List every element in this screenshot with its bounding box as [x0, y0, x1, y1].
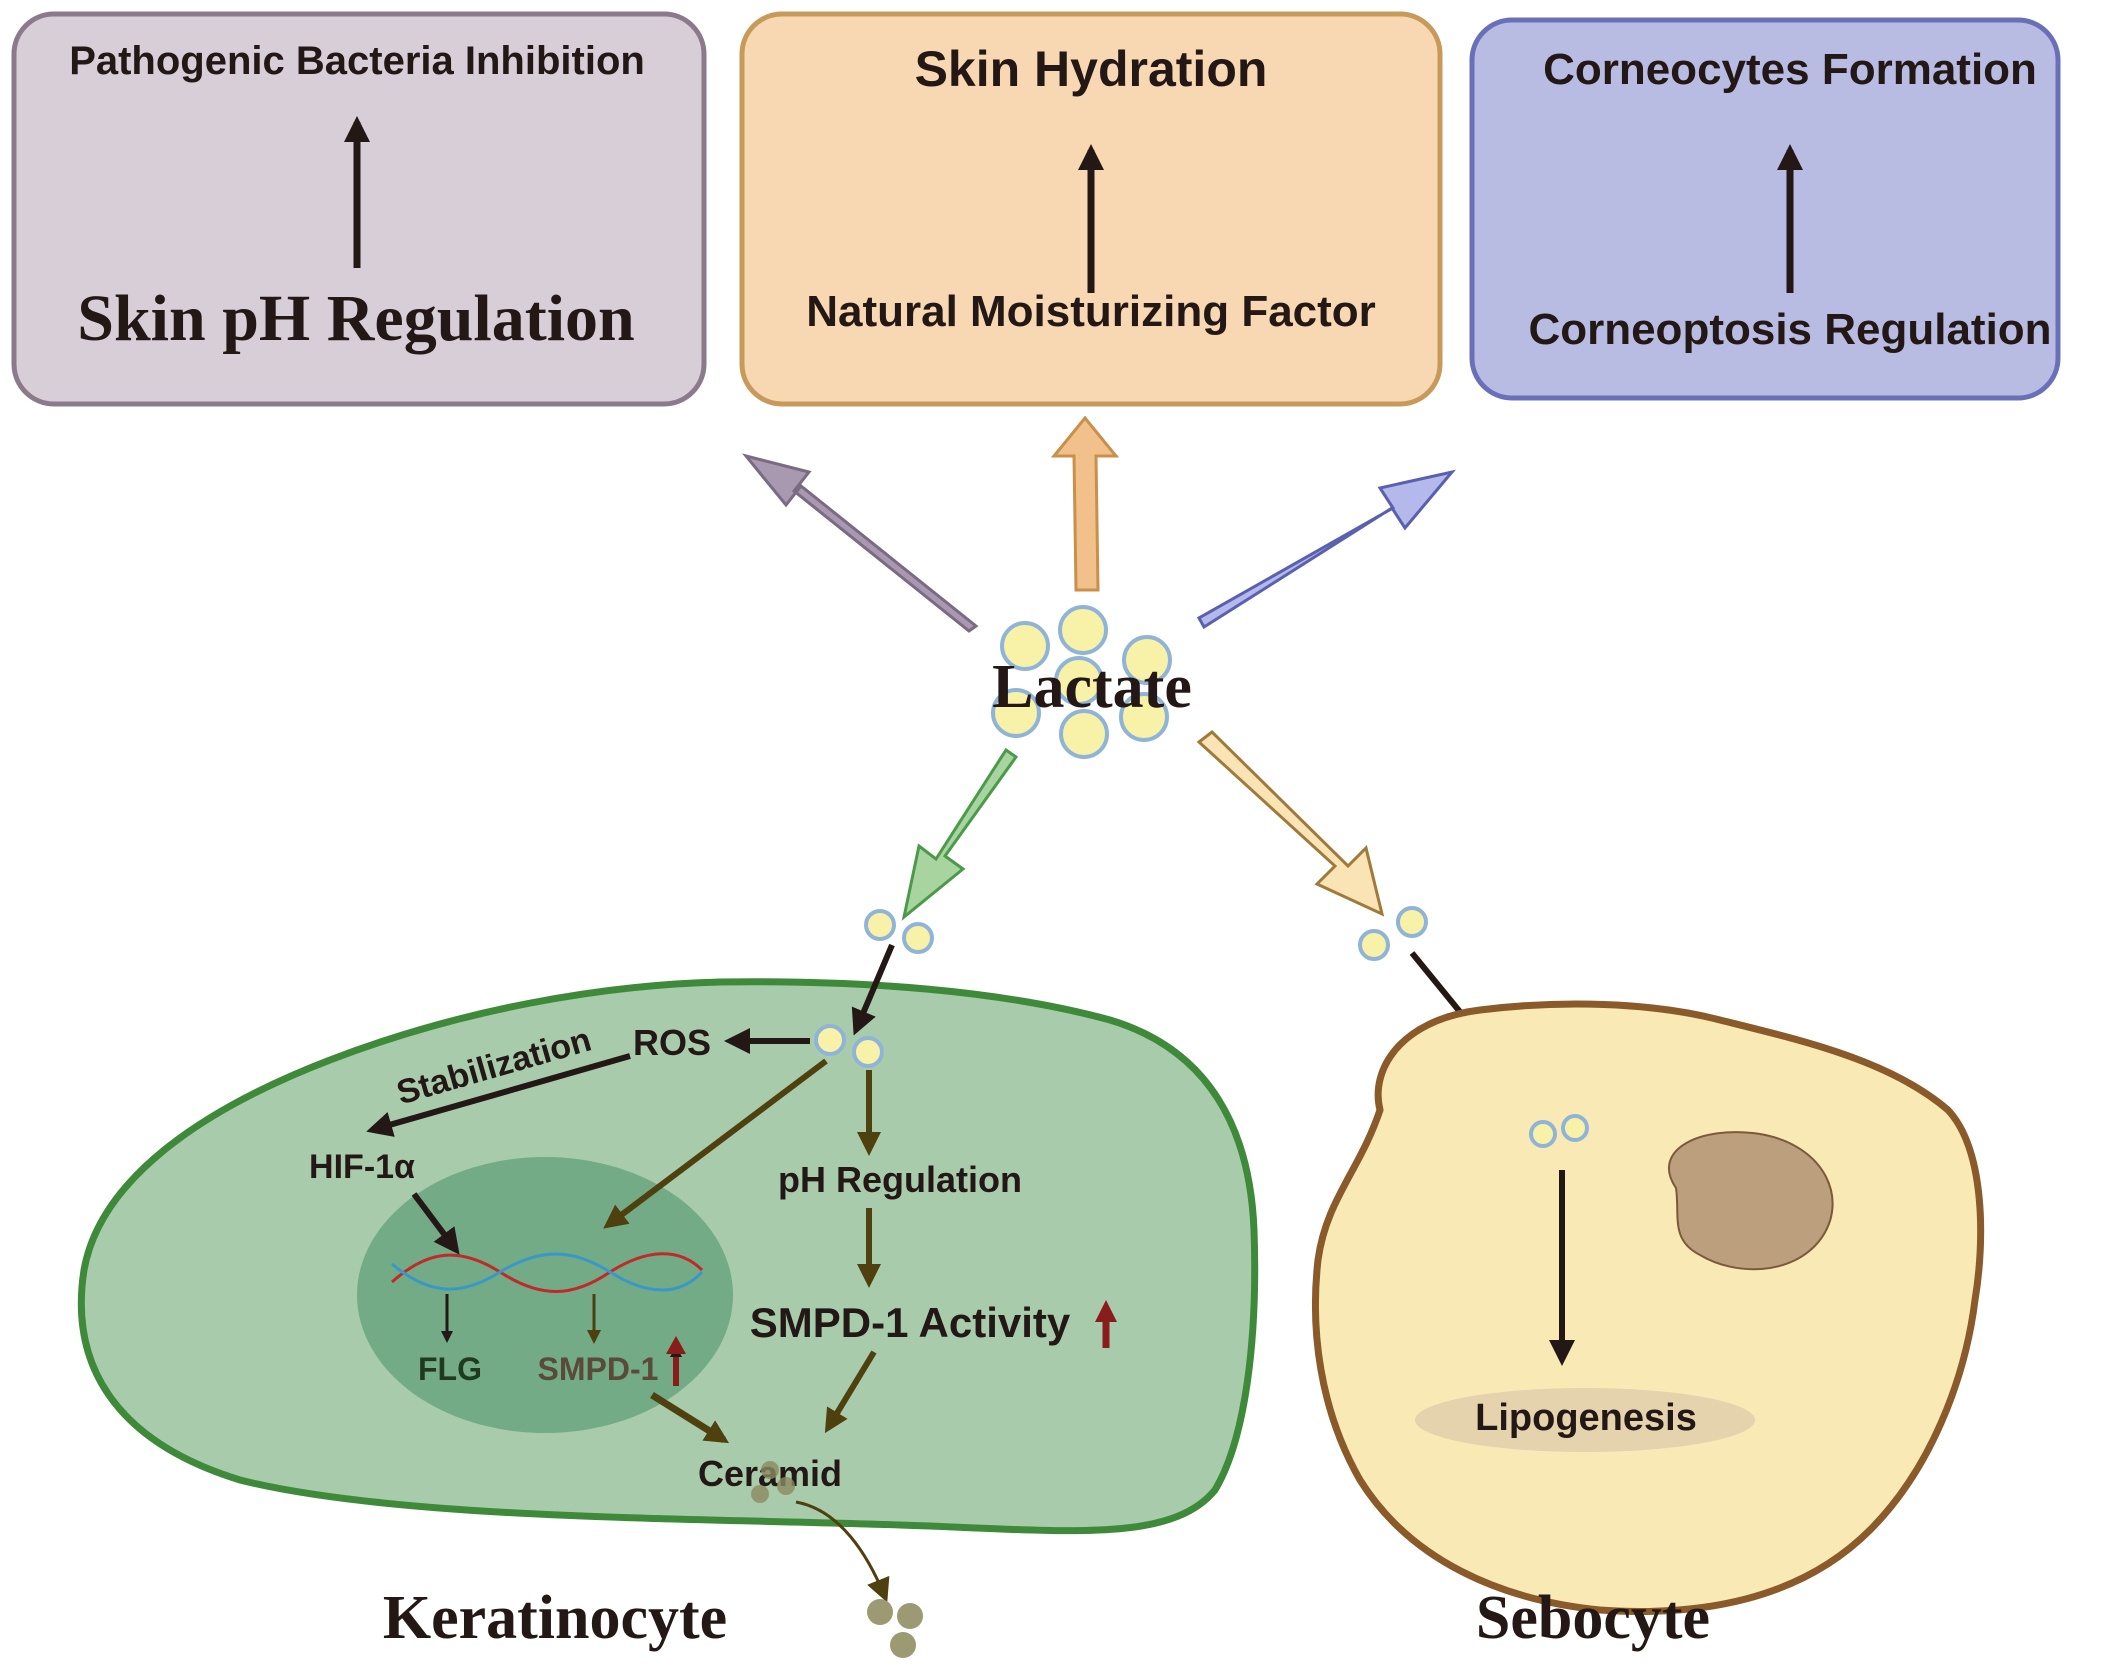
ros-label: ROS: [633, 1022, 711, 1063]
keratinocyte-nucleus: [357, 1157, 733, 1433]
lactate-molecule: [1119, 692, 1169, 742]
smpd1-activity-label: SMPD-1 Activity: [750, 1299, 1071, 1346]
lactate-molecule: [1122, 635, 1172, 685]
lactate-cluster: Lactate: [991, 605, 1192, 759]
keratinocyte-label: Keratinocyte: [383, 1584, 727, 1652]
lactate-molecule: [852, 1036, 884, 1068]
hydration-box: Skin Hydration Natural Moisturizing Fact…: [739, 11, 1443, 407]
lactate-molecule: [864, 909, 896, 941]
ceramide-secretion-arrow: [795, 1500, 890, 1603]
corneocytes-formation-label: Corneocytes Formation: [1543, 45, 2037, 94]
skin-hydration-label: Skin Hydration: [915, 41, 1268, 97]
corneoptosis-regulation-label: Corneoptosis Regulation: [1528, 305, 2051, 354]
ph-box: Pathogenic Bacteria Inhibition Skin pH R…: [11, 11, 707, 407]
hif-1a-label: HIF-1α: [309, 1148, 415, 1186]
lactate-molecule: [991, 688, 1041, 738]
green-hollow-arrow: [901, 747, 1019, 921]
ceramide-molecule: [761, 1461, 779, 1479]
lactate-molecule: [814, 1024, 846, 1056]
lactate-label: Lactate: [992, 653, 1192, 721]
lipogenesis-glow: [1415, 1388, 1755, 1452]
secreted-ceramide: [890, 1632, 916, 1658]
sebocyte-label: Sebocyte: [1476, 1584, 1710, 1652]
dna-strand: [391, 1252, 704, 1292]
smpd1-gene-up-arrowhead: [666, 1336, 686, 1354]
secreted-ceramide: [867, 1599, 893, 1625]
blue-hollow-arrow: [1196, 469, 1456, 630]
dna-strand: [391, 1252, 704, 1293]
smpd1-activity-up-arrowhead: [1095, 1300, 1117, 1322]
smpd1-activity-to-ceramid-arrow: [824, 1350, 877, 1434]
yellow-hollow-arrow: [1196, 730, 1385, 917]
lactate-molecule: [1561, 1114, 1589, 1142]
purple-hollow-arrow: [741, 453, 979, 633]
ceramide-molecule: [751, 1485, 769, 1503]
entry-arrow: [851, 943, 895, 1036]
lactate-molecule: [1059, 709, 1109, 759]
secreted-ceramide: [897, 1603, 923, 1629]
ceramide-molecule: [777, 1477, 795, 1495]
lactate-molecule: [1058, 605, 1108, 655]
smpd1-gene-to-ceramid-arrow: [650, 1392, 730, 1444]
skin-ph-regulation-label: Skin pH Regulation: [77, 282, 635, 355]
keratinocyte-cell: ROS Stabilization HIF-1α FLG SMPD-1 pH R…: [77, 909, 1259, 1658]
stabilization-arrow: [366, 1053, 631, 1137]
natural-moisturizing-factor-label: Natural Moisturizing Factor: [806, 287, 1376, 336]
lactate-molecule: [1358, 929, 1390, 961]
flg-label: FLG: [418, 1351, 482, 1387]
to-nucleus-arrow: [603, 1058, 828, 1229]
corneocytes-box: Corneocytes Formation Corneoptosis Regul…: [1469, 17, 2061, 401]
sebocyte-cell: Lipogenesis Sebocyte: [1311, 906, 1985, 1652]
corneocytes-box-frame: [1469, 17, 2061, 401]
smpd1-gene-label: SMPD-1: [538, 1351, 659, 1387]
sebocyte-nucleus: [1668, 1131, 1834, 1271]
lactate-molecule: [1000, 621, 1050, 671]
ph-regulation-label: pH Regulation: [778, 1159, 1022, 1200]
lipogenesis-label: Lipogenesis: [1475, 1397, 1697, 1439]
sebocyte-membrane: [1311, 1000, 1985, 1615]
lactate-molecule: [902, 922, 934, 954]
lactate-molecule: [1529, 1120, 1557, 1148]
orange-hollow-arrow: [1050, 415, 1120, 592]
lactate-molecule: [1054, 656, 1104, 706]
hif-to-dna-arrow: [411, 1192, 460, 1255]
lactate-molecule: [1396, 906, 1428, 938]
pathogenic-bacteria-inhibition-label: Pathogenic Bacteria Inhibition: [69, 39, 645, 83]
